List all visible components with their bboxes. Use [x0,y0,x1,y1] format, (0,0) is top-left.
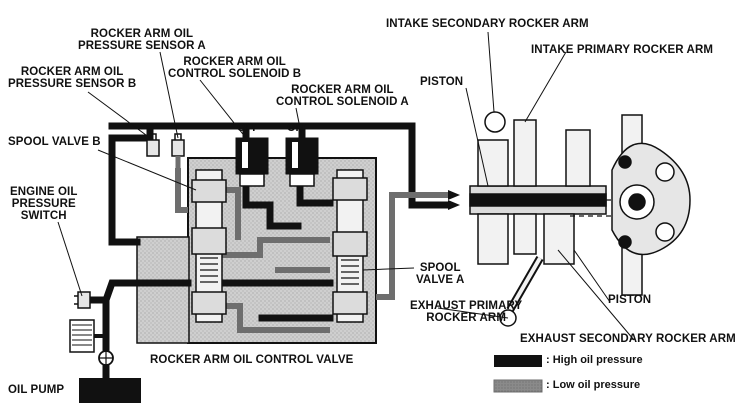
label-pressure-sensor-a: ROCKER ARM OIL PRESSURE SENSOR A [78,28,206,52]
label-intake-primary: INTAKE PRIMARY ROCKER ARM [531,44,714,56]
oil-filter [69,319,106,353]
label-piston-top: PISTON [420,76,464,88]
label-control-valve: ROCKER ARM OIL CONTROL VALVE [150,354,354,366]
solenoid-a [285,137,319,187]
oil-pump [79,350,141,403]
low-pressure-passages [175,168,448,333]
label-off-a: OFF [287,122,309,134]
label-exhaust-primary: EXHAUST PRIMARY ROCKER ARM [410,300,523,324]
rocker-arm-assembly [469,111,650,327]
label-piston-bottom: PISTON [608,294,652,306]
label-solenoid-b: ROCKER ARM OIL CONTROL SOLENOID B [168,56,302,80]
label-solenoid-a: ROCKER ARM OIL CONTROL SOLENOID A [276,84,409,108]
flow-arrows [448,190,460,210]
label-exhaust-secondary: EXHAUST SECONDARY ROCKER ARM [520,333,736,345]
label-off-b: OFF [237,122,259,134]
label-intake-secondary: INTAKE SECONDARY ROCKER ARM [386,18,589,30]
camshaft-end-view [611,114,691,296]
engine-oil-pressure-switch [74,291,91,309]
legend-high-swatch [494,355,542,367]
label-engine-oil-pressure-switch: ENGINE OIL PRESSURE SWITCH [10,186,78,222]
label-pressure-sensor-b: ROCKER ARM OIL PRESSURE SENSOR B [8,66,137,90]
pressure-sensor-a [171,133,185,168]
legend-low-swatch [493,379,543,393]
legend-low-text: : Low oil pressure [546,379,641,391]
legend-high-text: : High oil pressure [546,354,643,366]
label-oil-pump: OIL PUMP [8,384,65,396]
solenoid-b [235,137,269,187]
spool-valve-a [332,169,368,323]
label-spool-valve-a: SPOOL VALVE A [416,262,465,286]
leader-lines [57,31,635,341]
label-spool-valve-b: SPOOL VALVE B [8,136,101,148]
pressure-sensor-b [146,133,160,157]
spool-valve-b [191,169,227,323]
